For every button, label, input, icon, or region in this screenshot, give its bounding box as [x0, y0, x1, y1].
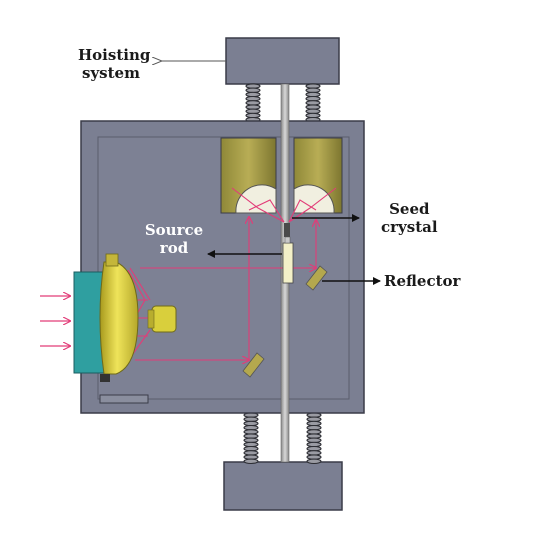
lamp-reflector-dish [99, 261, 139, 375]
lamp-bulb-base [151, 305, 177, 333]
seed-crystal-label: Seed crystal [381, 200, 438, 236]
reflector-lower [242, 352, 265, 378]
source-label-line2: rod [159, 239, 189, 257]
hoisting-label-line2: system [82, 64, 140, 82]
hoisting-block-bottom [223, 461, 343, 511]
source-rod [282, 242, 294, 284]
lamp-assembly [73, 253, 177, 382]
reflector-label: Reflector [384, 272, 460, 290]
seed-label-line2: crystal [381, 218, 438, 236]
incoming-light-arrows [40, 296, 70, 346]
source-label-line1: Source [144, 221, 204, 239]
reflector-upper [305, 265, 328, 291]
spring-top-left [245, 83, 261, 123]
hoisting-system-label: Hoisting system [78, 46, 150, 82]
ellipsoidal-mirror-left [220, 137, 277, 214]
housing-bracket [99, 394, 149, 404]
seed-label-line1: Seed [389, 200, 430, 218]
spring-coil [243, 458, 259, 465]
spring-bottom-left [243, 412, 259, 465]
seed-crystal [284, 223, 291, 244]
spring-bottom-right [306, 412, 322, 465]
light-path [122, 187, 337, 360]
source-rod-label: Source rod [143, 221, 205, 257]
spring-top-right [305, 83, 321, 123]
hoisting-block-top [225, 37, 340, 85]
hoisting-label-line1: Hoisting [78, 46, 151, 64]
spring-coil [306, 458, 322, 465]
reflector-label-text: Reflector [384, 272, 461, 290]
ellipsoidal-mirror-right [293, 137, 343, 214]
